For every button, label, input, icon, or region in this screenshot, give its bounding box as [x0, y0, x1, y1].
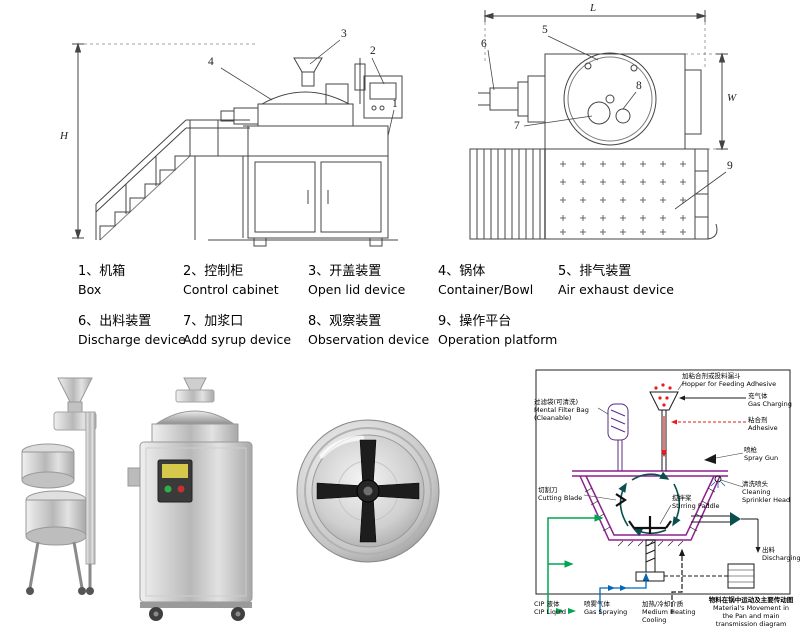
label-filter-bag: 过滤袋(可清洗) Mental Filter Bag (Cleanable) [534, 398, 589, 423]
callout-6: 6 [481, 38, 487, 50]
legend-zh: 4、锅体 [438, 264, 486, 279]
callout-1: 1 [392, 98, 398, 110]
sprinkler-head [710, 475, 726, 488]
mixing-bowl-photo [292, 396, 444, 586]
dimension-w-label: W [727, 92, 737, 104]
machines-illustration [21, 377, 253, 621]
side-view-drawing: H 4 3 2 1 [58, 8, 418, 258]
cross-paddle [316, 439, 420, 543]
legend-zh: 2、控制柜 [183, 264, 244, 279]
legend-item-box: 1、机箱 Box [78, 260, 125, 297]
leader-lines [220, 39, 395, 137]
side-view-lineart [72, 39, 403, 247]
legend-item-observation: 8、观察装置 Observation device [308, 310, 429, 347]
legend-en: Box [78, 282, 102, 297]
label-hopper: 加粘合剂或投料漏斗 Hopper for Feeding Adhesive [682, 372, 777, 389]
leader-lines [487, 35, 727, 210]
legend-item-operation-platform: 9、操作平台 Operation platform [438, 310, 557, 347]
shaft-transmission [635, 539, 755, 589]
legend-en: Container/Bowl [438, 282, 534, 297]
legend-item-container: 4、锅体 Container/Bowl [438, 260, 533, 297]
granulator-machines-photo [8, 372, 288, 624]
dimension-h-label: H [60, 130, 68, 142]
label-heating-medium: 加热/冷却介质 Medium Heating Cooling [642, 600, 696, 625]
stirring-paddle-symbol [628, 516, 672, 534]
bowl-assembly [243, 57, 388, 127]
discharge-line [691, 512, 761, 553]
legend-en: Add syrup device [183, 332, 292, 347]
end-view-lineart [469, 10, 728, 240]
material-movement-schematic: 加粘合剂或投料漏斗 Hopper for Feeding Adhesive 过滤… [532, 368, 800, 629]
small-granulator [21, 377, 97, 595]
operation-platform [469, 148, 718, 240]
legend-en: Air exhaust device [558, 282, 674, 297]
legend-zh: 6、出料装置 [78, 314, 152, 329]
gas-arrowheads [608, 585, 627, 591]
callout-9: 9 [727, 160, 733, 172]
dimension-h [72, 42, 258, 240]
legend-zh: 5、排气装置 [558, 264, 632, 279]
legend-item-control-cabinet: 2、控制柜 Control cabinet [183, 260, 279, 297]
end-view-drawing: L W 6 5 8 7 9 [450, 2, 780, 254]
callout-4: 4 [208, 56, 214, 68]
legend-item-add-syrup: 7、加浆口 Add syrup device [183, 310, 291, 347]
legend-zh: 9、操作平台 [438, 314, 512, 329]
large-granulator [127, 377, 253, 621]
callout-8: 8 [636, 80, 642, 92]
drive-shaft [478, 75, 546, 123]
staircase [95, 119, 191, 241]
checker-pattern [560, 161, 686, 235]
label-adhesive: 粘合剂 Adhesive [748, 416, 778, 433]
legend-zh: 8、观察装置 [308, 314, 382, 329]
operator-platform [186, 119, 250, 240]
label-discharging: 出料 Discharging [762, 546, 800, 563]
dimension-w [684, 52, 728, 151]
legend-zh: 1、机箱 [78, 264, 126, 279]
callout-7: 7 [514, 120, 520, 132]
cip-arrowheads [556, 608, 576, 614]
mixer-body [544, 52, 686, 150]
heating-medium-line [671, 548, 685, 614]
schematic-border [535, 369, 791, 595]
feeding-hopper [649, 383, 679, 471]
dimension-l [483, 10, 707, 70]
spray-gun-nozzle [704, 454, 716, 464]
label-cutting-blade: 切割刀 Cutting Blade [538, 486, 583, 503]
legend-item-discharge: 6、出料装置 Discharge device [78, 310, 186, 347]
callout-2: 2 [370, 45, 376, 57]
label-spray-gun: 喷枪 Spray Gun [744, 446, 779, 463]
schematic-drawing [535, 369, 791, 614]
discharge-port [220, 107, 259, 125]
legend-en: Open lid device [308, 282, 406, 297]
legend-en: Observation device [308, 332, 430, 347]
legend-zh: 3、开盖装置 [308, 264, 382, 279]
legend-en: Control cabinet [183, 282, 279, 297]
label-cip-liquid: CIP 液体 CIP Liquid [534, 600, 567, 617]
bowl-illustration [296, 419, 440, 563]
label-sprinkler: 清洗喷头 Cleaning Sprinkler Head [742, 480, 791, 505]
callout-5: 5 [542, 24, 548, 36]
machine-cabinet [247, 125, 389, 247]
material-circulation-arrows [618, 471, 681, 537]
label-gas-spraying: 喷雾气体 Gas Spraying [584, 600, 628, 617]
legend-item-open-lid: 3、开盖装置 Open lid device [308, 260, 405, 297]
dimension-l-label: L [590, 2, 597, 14]
legend-en: Discharge device [78, 332, 186, 347]
legend-zh: 7、加浆口 [183, 314, 244, 329]
label-stirring-paddle: 搅拌桨 Stirring Paddle [672, 494, 720, 511]
adhesive-dots [654, 383, 672, 407]
legend-en: Operation platform [438, 332, 558, 347]
schematic-caption: 物料在锅中运动及主要传动图 Material's Movement in the… [708, 596, 794, 629]
cutting-blade-symbol [615, 493, 627, 507]
legend-item-air-exhaust: 5、排气装置 Air exhaust device [558, 260, 674, 297]
control-cabinet [363, 75, 403, 119]
filter-bag [607, 403, 629, 471]
label-gas-charging: 充气体 Gas Charging [748, 392, 792, 409]
cip-liquid-line [547, 514, 604, 614]
callout-3: 3 [341, 28, 347, 40]
